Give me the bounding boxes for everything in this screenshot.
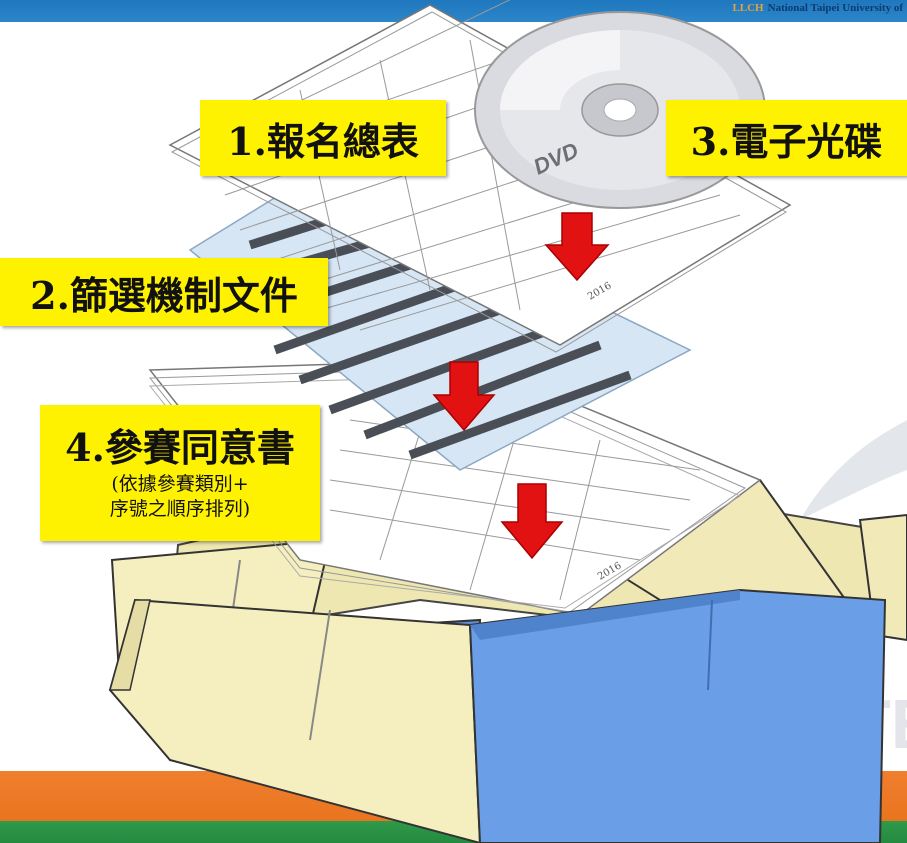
label-electronic-disc: 3.電子光碟 [666,100,907,176]
arrow-group [432,212,610,560]
consent-form-note-line1: (依據參賽類別+ [111,473,249,495]
label-consent-form: 4.參賽同意書 (依據參賽類別+ 序號之順序排列) [40,405,320,541]
down-arrow-icon [544,212,610,282]
box-front-panels [108,588,887,843]
label-registration-form: 1.報名總表 [200,100,446,176]
university-name: National Taipei University of [767,2,903,14]
down-arrow-icon [500,483,564,560]
label-screening-documents: 2.篩選機制文件 [0,258,328,326]
document-stack: 2016 [148,0,792,616]
consent-form-note-line2: 序號之順序排列) [109,498,251,520]
university-logo-text: LLCH [732,2,764,14]
down-arrow-icon [432,361,496,432]
consent-form-title: 4.參賽同意書 [65,425,295,470]
